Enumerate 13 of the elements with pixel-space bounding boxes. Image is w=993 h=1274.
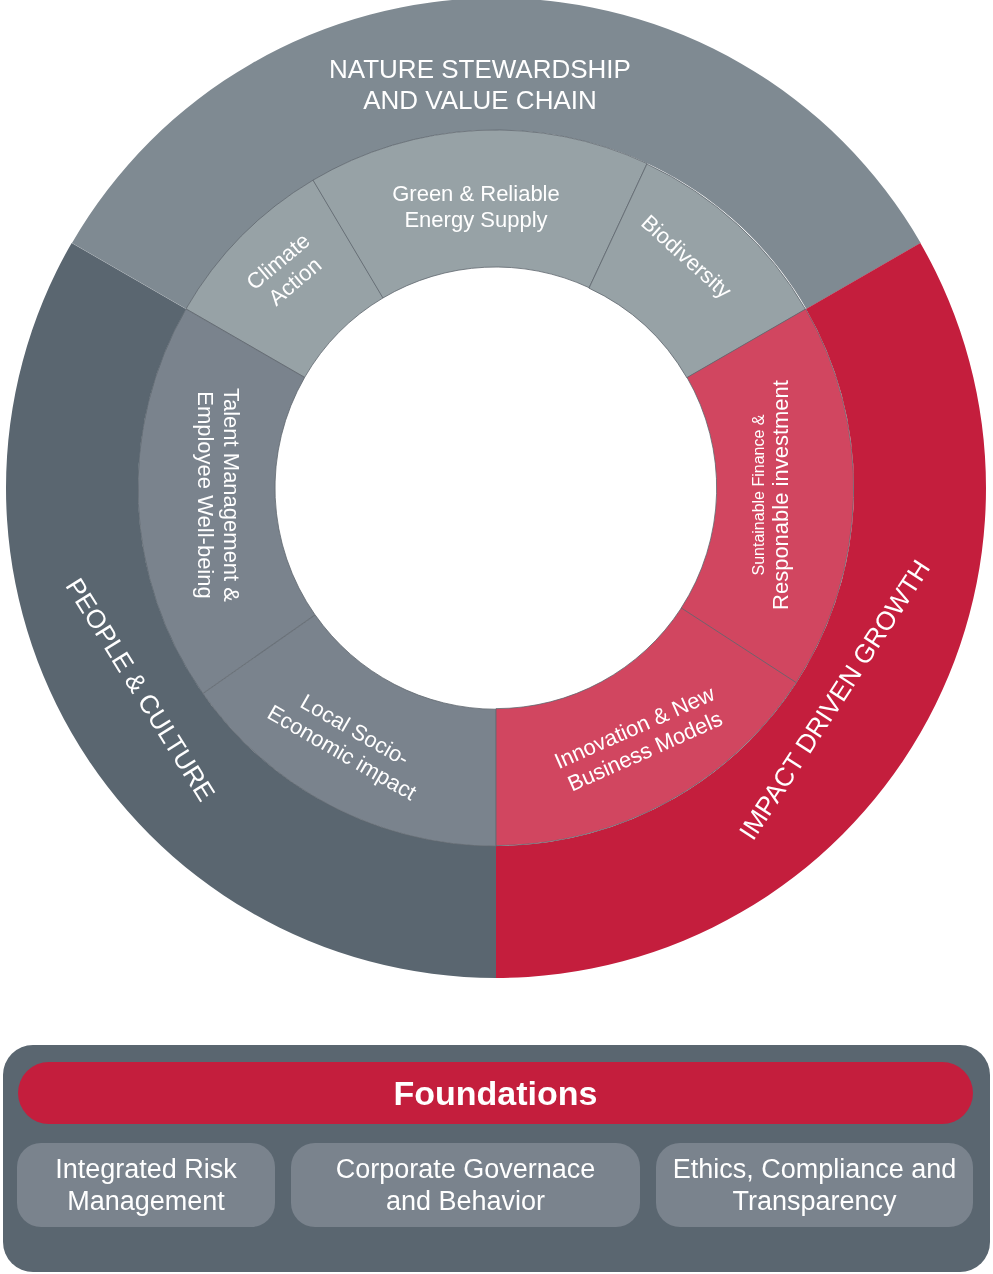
segment-label: Green & Reliable Energy Supply [391, 180, 561, 234]
pillar-box [17, 1143, 275, 1227]
segment-label: Suntainable Finance & [749, 413, 769, 578]
pillar-label: Integrated Risk Management [54, 1152, 238, 1218]
pillar-label: Corporate Governace and Behavior [334, 1152, 597, 1218]
segment-label: NATURE STEWARDSHIP AND VALUE CHAIN [328, 53, 632, 117]
pillar-box [291, 1143, 640, 1227]
pillar-label: Ethics, Compliance and Transparency [671, 1152, 958, 1218]
foundations-panel [3, 1045, 990, 1272]
segment-label: Responable investment [768, 379, 795, 612]
segment-label: Talent Management & Employee Well-being [192, 387, 245, 604]
banner-title: Foundations [392, 1072, 599, 1114]
pillar-box [656, 1143, 973, 1227]
